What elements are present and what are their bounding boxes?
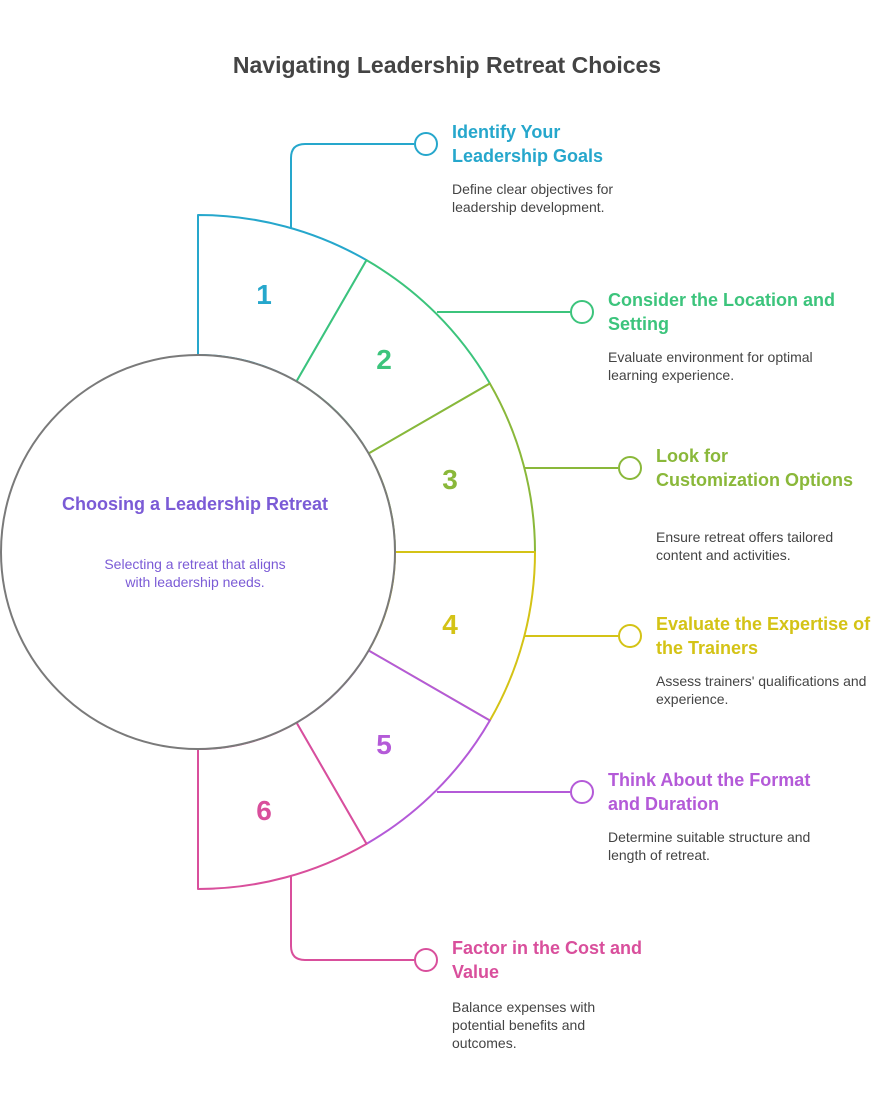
step-6-title: Factor in the Cost and Value [452,938,643,982]
page-title: Navigating Leadership Retreat Choices [232,52,662,78]
connector-dot-5 [570,780,594,804]
step-6-number: 6 [256,795,272,826]
connector-dot-1 [414,132,438,156]
connector-1 [290,143,414,229]
connector-dot-3 [618,456,642,480]
step-6-description: Balance expenses with potential benefits… [452,999,596,1051]
center-circle [0,354,396,750]
step-2-title: Consider the Location and Setting [608,290,836,334]
step-4-number: 4 [442,609,458,640]
step-4-title: Evaluate the Expertise of the Trainers [656,614,871,658]
connector-6 [290,875,414,961]
center-title: Choosing a Leadership Retreat [61,494,329,514]
step-1-number: 1 [256,279,272,310]
segment-ring [197,214,536,890]
step-1-description: Define clear objectives for leadership d… [452,181,614,215]
connector-dot-6 [414,948,438,972]
step-2-description: Evaluate environment for optimal learnin… [608,349,813,383]
step-4-description: Assess trainers' qualifications and expe… [656,673,867,707]
step-5-number: 5 [376,729,392,760]
step-3-title: Look for Customization Options [656,446,853,490]
step-3-description: Ensure retreat offers tailored content a… [656,529,834,563]
connector-dot-4 [618,624,642,648]
step-3-number: 3 [442,464,458,495]
connector-lines [290,132,642,972]
step-5-title: Think About the Format and Duration [608,770,811,814]
step-2-number: 2 [376,344,392,375]
connector-dot-2 [570,300,594,324]
step-1-title: Identify Your Leadership Goals [452,122,604,166]
center-description: Selecting a retreat that aligns with lea… [104,556,286,590]
step-5-description: Determine suitable structure and length … [608,829,811,863]
